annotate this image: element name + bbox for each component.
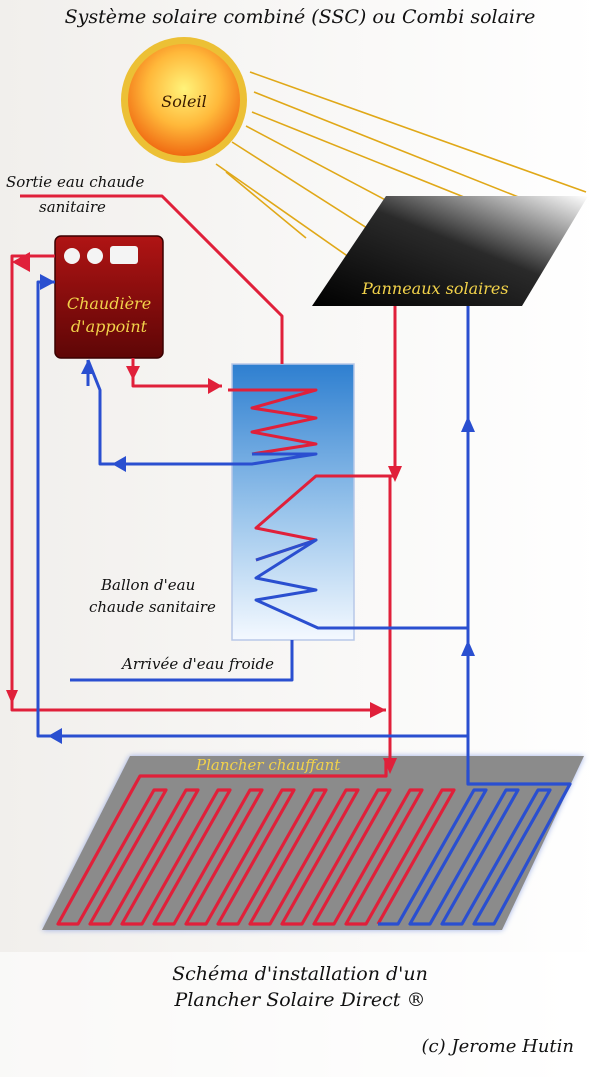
caption-band	[0, 952, 600, 1077]
solar-panels-label: Panneaux solaires	[362, 279, 509, 298]
floor-loops	[56, 760, 572, 926]
boiler-display	[110, 246, 138, 264]
page-title: Système solaire combiné (SSC) ou Combi s…	[64, 6, 536, 28]
caption-line-1: Schéma d'installation d'un	[172, 963, 428, 985]
hot-water-outlet-label: Sortie eau chaude	[6, 173, 145, 191]
heated-floor-label: Plancher chauffant	[196, 756, 341, 774]
hot-water-tank	[231, 363, 355, 641]
boiler	[54, 235, 164, 359]
flow-arrows	[6, 252, 475, 774]
caption-line-2: Plancher Solaire Direct ®	[174, 989, 426, 1011]
cold-pipes	[36, 280, 470, 770]
tank-label-2: chaude sanitaire	[89, 598, 216, 616]
solar-panel	[312, 196, 588, 306]
boiler-label-2: d'appoint	[70, 317, 148, 336]
cold-water-inlet-label: Arrivée d'eau froide	[122, 655, 274, 673]
sun-rays	[215, 71, 587, 277]
boiler-dial-2	[87, 248, 103, 264]
sun-icon	[128, 44, 240, 156]
boiler-label: Chaudière	[66, 294, 152, 313]
hot-pipes	[10, 194, 397, 760]
boiler-dial-1	[64, 248, 80, 264]
copyright-credit: (c) Jerome Hutin	[421, 1036, 574, 1057]
hot-water-outlet-label-2: sanitaire	[39, 198, 106, 216]
tank-label: Ballon d'eau	[101, 576, 196, 594]
sun-label: Soleil	[161, 92, 207, 111]
